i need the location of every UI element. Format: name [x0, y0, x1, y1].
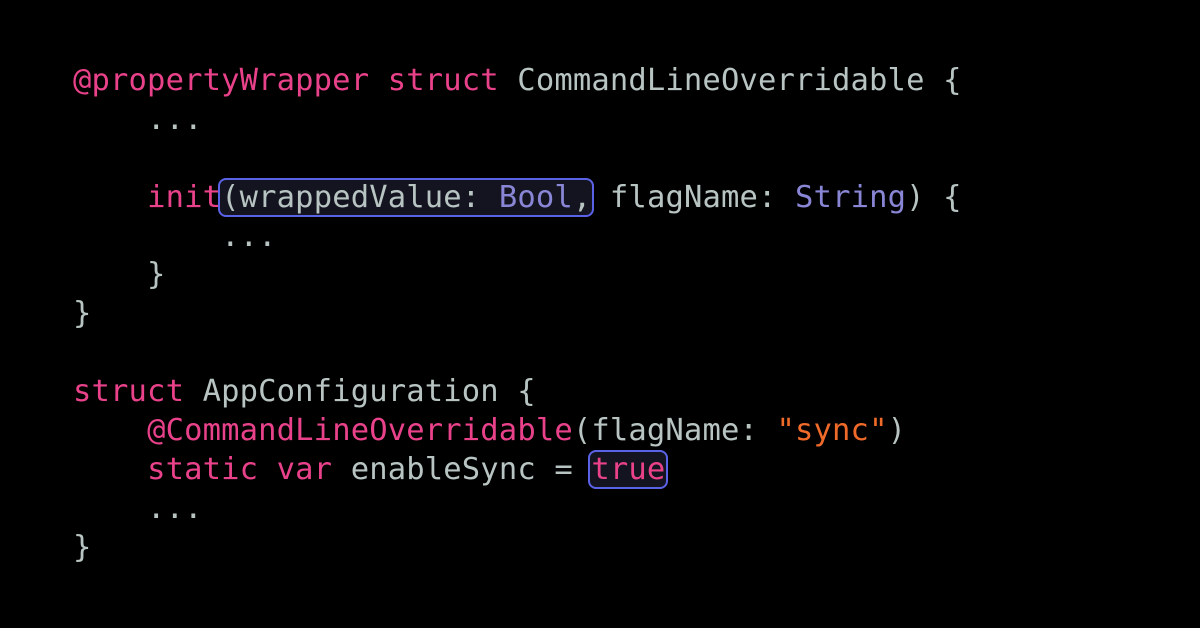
keyword-token: init	[147, 179, 222, 215]
code-line: ...	[73, 490, 962, 529]
code-token: ,	[572, 179, 592, 215]
code-token: AppConfiguration {	[184, 374, 536, 410]
code-token: ...	[73, 218, 277, 254]
code-line: @propertyWrapper struct CommandLineOverr…	[73, 62, 962, 101]
keyword-token: static	[147, 451, 259, 487]
highlight-box: (wrappedValue: Bool,	[218, 177, 595, 217]
code-token	[369, 63, 388, 98]
code-block: @propertyWrapper struct CommandLineOverr…	[73, 62, 962, 568]
code-token: ...	[73, 101, 203, 137]
code-line: init(wrappedValue: Bool, flagName: Strin…	[73, 177, 962, 218]
code-token	[258, 452, 277, 487]
code-token	[73, 452, 147, 487]
code-token: ...	[73, 490, 203, 526]
code-token: }	[73, 296, 92, 332]
type-token: Bool	[498, 179, 573, 215]
keyword-token: @propertyWrapper	[73, 63, 370, 98]
string-token: "sync"	[776, 413, 888, 449]
keyword-token: true	[591, 451, 666, 487]
keyword-token: struct	[73, 374, 185, 410]
type-token: String	[795, 179, 907, 215]
code-token: flagName:	[591, 179, 796, 215]
code-line	[73, 334, 962, 373]
code-token	[73, 180, 147, 215]
code-token: CommandLineOverridable {	[498, 63, 962, 98]
code-line: @CommandLineOverridable(flagName: "sync"…	[73, 412, 962, 451]
highlight-box: true	[588, 449, 669, 489]
code-token: }	[73, 529, 92, 565]
code-line: }	[73, 295, 962, 334]
code-line: struct AppConfiguration {	[73, 373, 962, 412]
code-token: }	[73, 257, 166, 293]
code-token: )	[887, 413, 907, 449]
code-line: }	[73, 256, 962, 295]
code-line: ...	[73, 101, 962, 140]
keyword-token: struct	[387, 63, 499, 98]
keyword-token: var	[276, 451, 333, 487]
code-token: (flagName:	[572, 413, 777, 449]
code-token	[73, 413, 147, 448]
code-line: }	[73, 529, 962, 568]
code-line: static var enableSync = true	[73, 449, 962, 490]
code-line	[73, 140, 962, 179]
code-token: (wrappedValue:	[221, 179, 499, 215]
code-token: ) {	[906, 179, 962, 215]
keyword-token: @CommandLineOverridable	[147, 413, 573, 449]
code-token: enableSync =	[332, 451, 592, 487]
code-line: ...	[73, 218, 962, 257]
